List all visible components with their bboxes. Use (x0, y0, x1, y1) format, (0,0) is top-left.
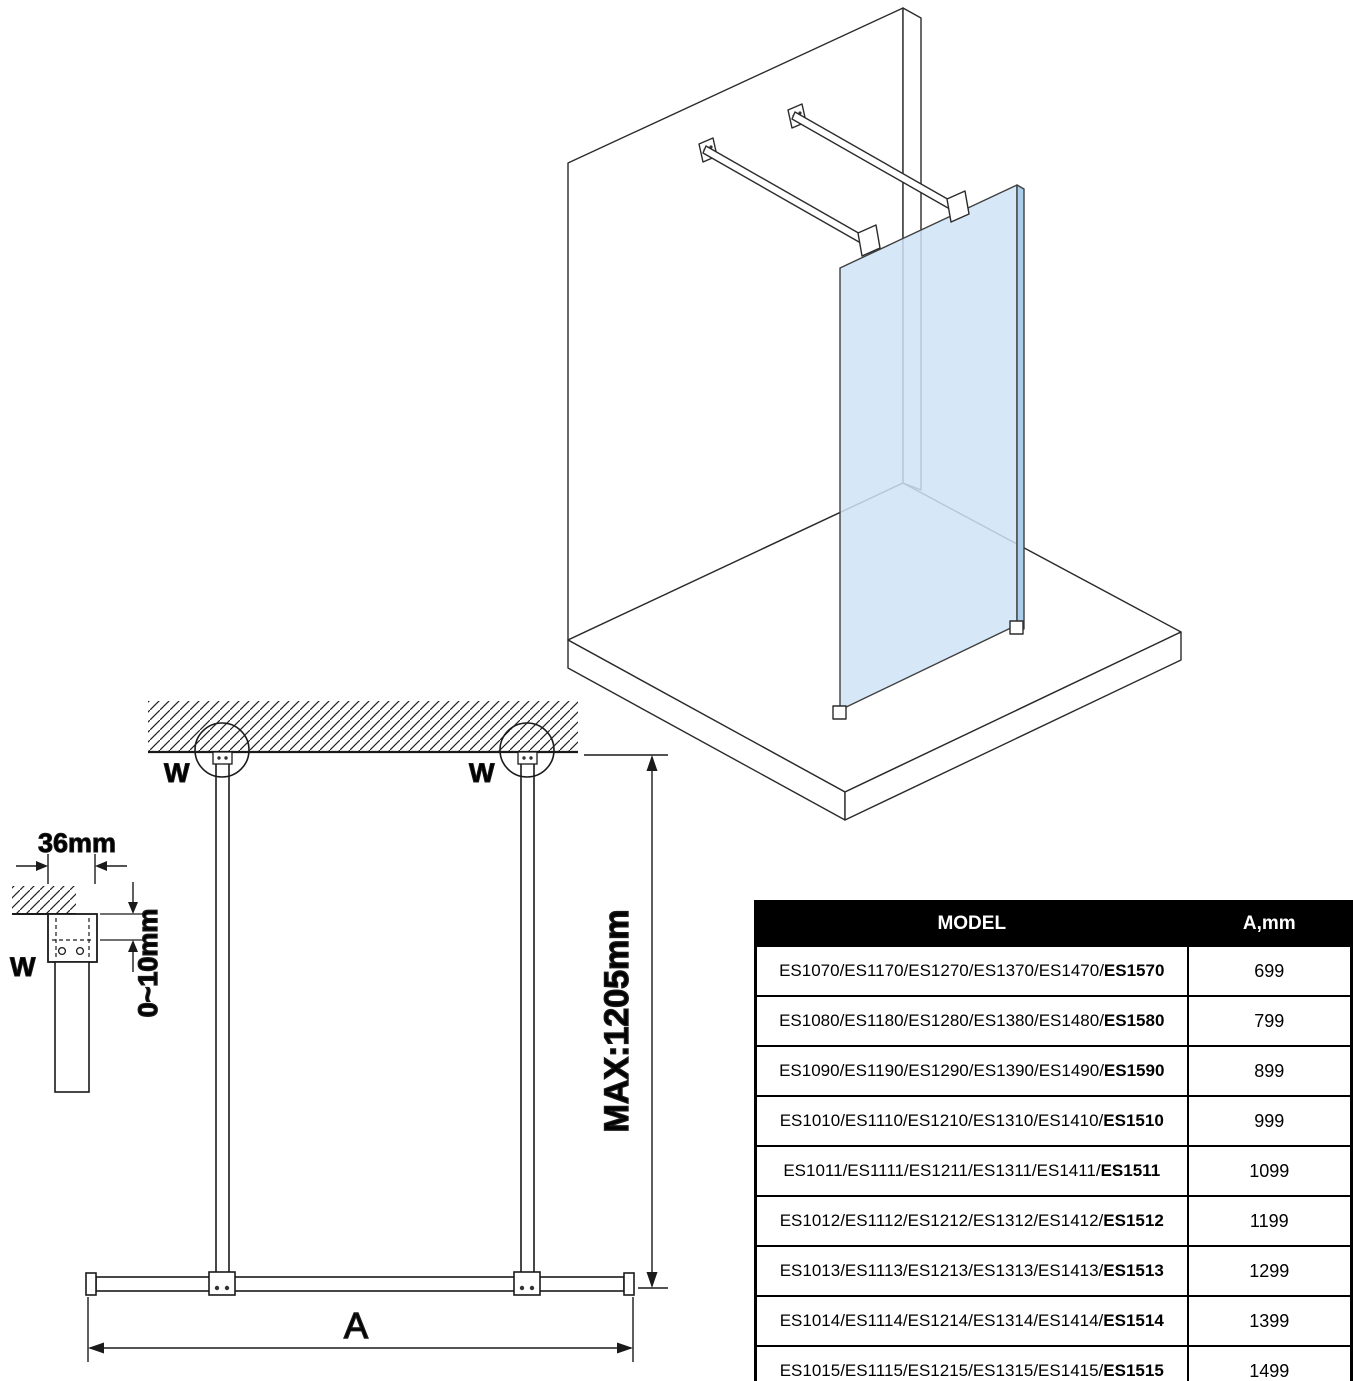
model-cell: ES1070/ES1170/ES1270/ES1370/ES1470/ES157… (754, 945, 1189, 997)
dim-36mm (16, 854, 127, 884)
model-list: ES1080/ES1180/ES1280/ES1380/ES1480/ (779, 1011, 1104, 1030)
spec-table: MODEL A,mm ES1070/ES1170/ES1270/ES1370/E… (754, 900, 1353, 1381)
a-mm-cell: 999 (1186, 1095, 1353, 1147)
model-list: ES1011/ES1111/ES1211/ES1311/ES1411/ (783, 1161, 1101, 1180)
model-last: ES1570 (1103, 961, 1165, 980)
table-row: ES1090/ES1190/ES1290/ES1390/ES1490/ES159… (754, 1045, 1353, 1097)
table-row: ES1070/ES1170/ES1270/ES1370/ES1470/ES157… (754, 945, 1353, 997)
model-last: ES1511 (1100, 1161, 1161, 1180)
table-row: ES1015/ES1115/ES1215/ES1315/ES1415/ES151… (754, 1345, 1353, 1381)
detail-circle-right (499, 722, 555, 778)
table-row: ES1080/ES1180/ES1280/ES1380/ES1480/ES158… (754, 995, 1353, 1047)
detail-view: 36mm W (10, 828, 164, 1093)
amm-header: A,mm (1186, 900, 1353, 947)
model-cell: ES1011/ES1111/ES1211/ES1311/ES1411/ES151… (754, 1145, 1189, 1197)
a-mm-cell: 799 (1186, 995, 1353, 1047)
model-list: ES1010/ES1110/ES1210/ES1310/ES1410/ (779, 1111, 1104, 1130)
floor-front-right (844, 631, 1182, 821)
model-last: ES1590 (1103, 1061, 1165, 1080)
model-header: MODEL (754, 900, 1189, 947)
detail-post (54, 961, 90, 1093)
model-list: ES1090/ES1190/ES1290/ES1390/ES1490/ (779, 1061, 1104, 1080)
bar-connector-left (208, 1271, 236, 1296)
model-list: ES1014/ES1114/ES1214/ES1314/ES1414/ (779, 1311, 1104, 1330)
model-list: ES1013/ES1113/ES1213/ES1313/ES1413/ (779, 1261, 1104, 1280)
model-last: ES1510 (1103, 1111, 1164, 1130)
support-bar-front (698, 137, 881, 257)
dim-max-height: MAX:1205mm (584, 754, 668, 1289)
table-header-row: MODEL A,mm (754, 900, 1353, 947)
model-last: ES1512 (1103, 1211, 1164, 1230)
w-label-right: W (469, 758, 495, 788)
table-row: ES1012/ES1112/ES1212/ES1312/ES1412/ES151… (754, 1195, 1353, 1247)
table-row: ES1011/ES1111/ES1211/ES1311/ES1411/ES151… (754, 1145, 1353, 1197)
model-last: ES1580 (1103, 1011, 1165, 1030)
w-detail-label: W (10, 952, 36, 982)
glass-foot-left (832, 705, 847, 720)
a-mm-cell: 1099 (1186, 1145, 1353, 1197)
glass-panel (839, 184, 1018, 711)
support-bar-back (787, 103, 970, 223)
model-last: ES1514 (1103, 1311, 1164, 1330)
glass-clamp (946, 190, 970, 223)
glass-edge (1016, 184, 1025, 630)
model-cell: ES1080/ES1180/ES1280/ES1380/ES1480/ES158… (754, 995, 1189, 1047)
model-cell: ES1015/ES1115/ES1215/ES1315/ES1415/ES151… (754, 1345, 1189, 1381)
post-left (215, 751, 230, 1279)
model-list: ES1015/ES1115/ES1215/ES1315/ES1415/ (779, 1361, 1104, 1380)
model-list: ES1012/ES1112/ES1212/ES1312/ES1412/ (779, 1211, 1104, 1230)
model-cell: ES1013/ES1113/ES1213/ES1313/ES1413/ES151… (754, 1245, 1189, 1297)
detail-ceiling-hatch (12, 886, 76, 914)
dim-0-10mm: 0~10mm (100, 882, 164, 1018)
isometric-view (567, 7, 1182, 821)
a-mm-cell: 699 (1186, 945, 1353, 997)
model-cell: ES1090/ES1190/ES1290/ES1390/ES1490/ES159… (754, 1045, 1189, 1097)
a-mm-cell: 1199 (1186, 1195, 1353, 1247)
model-cell: ES1010/ES1110/ES1210/ES1310/ES1410/ES151… (754, 1095, 1189, 1147)
bar-end-left (85, 1272, 97, 1296)
a-mm-cell: 1499 (1186, 1345, 1353, 1381)
front-view: W W MAX:1205mm (85, 701, 668, 1362)
width-a-label: A (344, 1305, 368, 1346)
table-row: ES1014/ES1114/ES1214/ES1314/ES1414/ES151… (754, 1295, 1353, 1347)
post-right (520, 751, 535, 1279)
ceiling-bracket-left (212, 751, 233, 765)
glass-clamp (857, 224, 881, 257)
max-height-label: MAX:1205mm (598, 910, 636, 1133)
model-list: ES1070/ES1170/ES1270/ES1370/ES1470/ (779, 961, 1104, 980)
bracket-screw (75, 946, 85, 956)
a-mm-cell: 1399 (1186, 1295, 1353, 1347)
model-cell: ES1014/ES1114/ES1214/ES1314/ES1414/ES151… (754, 1295, 1189, 1347)
dim-36mm-label: 36mm (38, 828, 116, 858)
dim-width-a: A (87, 1297, 634, 1362)
table-row: ES1013/ES1113/ES1213/ES1313/ES1413/ES151… (754, 1245, 1353, 1297)
dim-0-10mm-label: 0~10mm (133, 909, 163, 1018)
detail-circle-left (194, 722, 250, 778)
bar-connector-right (513, 1271, 541, 1296)
bottom-bar (95, 1276, 625, 1292)
detail-bracket (47, 913, 98, 963)
glass-foot-right (1009, 620, 1024, 635)
a-mm-cell: 899 (1186, 1045, 1353, 1097)
ceiling-hatch (148, 701, 578, 752)
a-mm-cell: 1299 (1186, 1245, 1353, 1297)
model-cell: ES1012/ES1112/ES1212/ES1312/ES1412/ES151… (754, 1195, 1189, 1247)
model-last: ES1513 (1103, 1261, 1164, 1280)
table-row: ES1010/ES1110/ES1210/ES1310/ES1410/ES151… (754, 1095, 1353, 1147)
w-label-left: W (164, 758, 190, 788)
bracket-screw (57, 946, 67, 956)
model-last: ES1515 (1103, 1361, 1164, 1380)
model-table: MODEL A,mm ES1070/ES1170/ES1270/ES1370/E… (754, 900, 1353, 1381)
bar-end-right (623, 1272, 635, 1296)
ceiling-bracket-right (517, 751, 538, 765)
